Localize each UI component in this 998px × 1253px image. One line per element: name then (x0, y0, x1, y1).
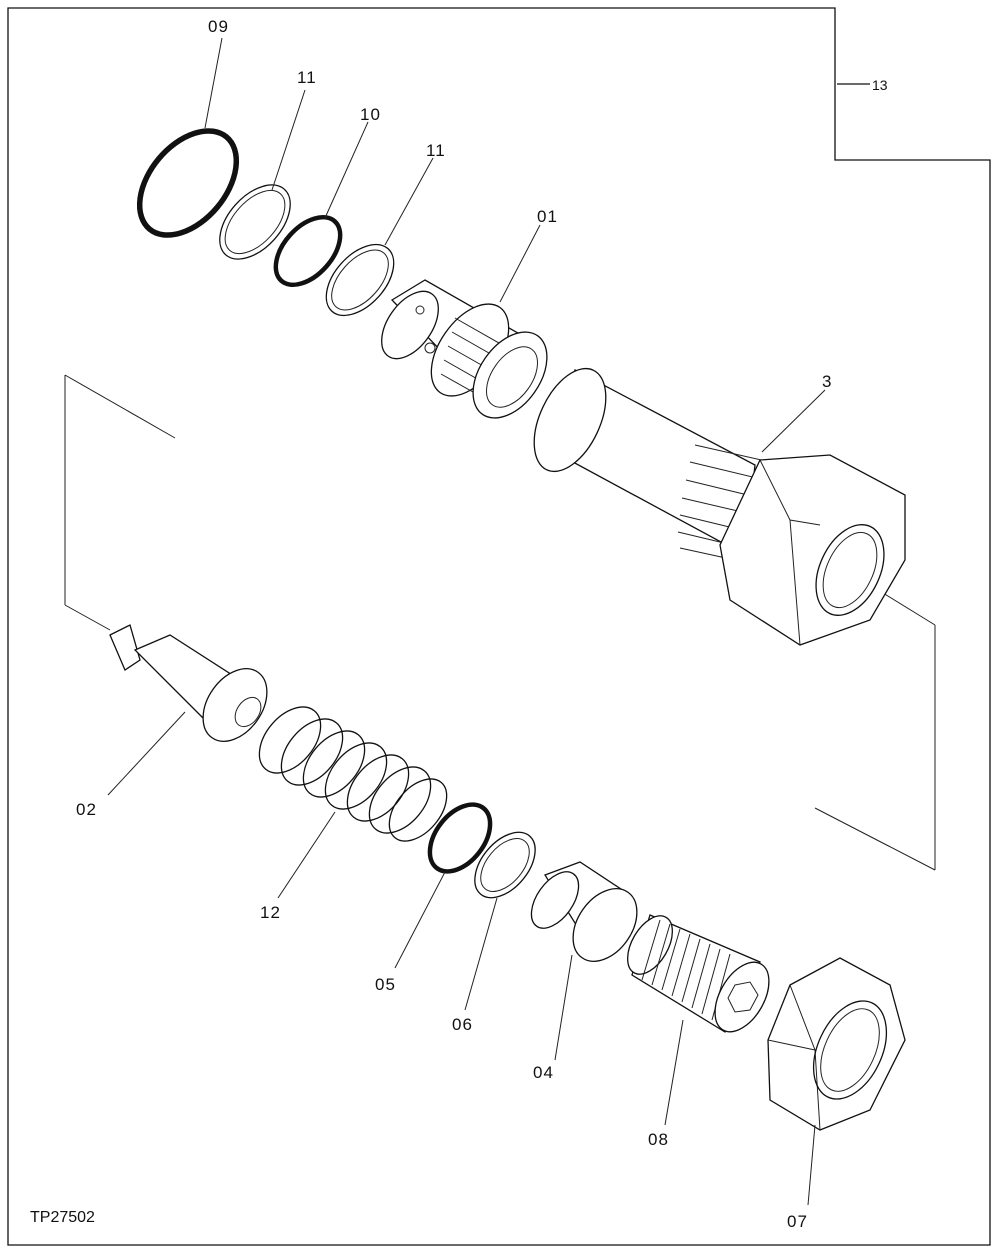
callout-3: 3 (822, 372, 832, 391)
part-11-backup-ring-upper (219, 184, 291, 260)
callout-02: 02 (76, 800, 97, 819)
callout-10: 10 (360, 105, 381, 124)
callout-13: 13 (872, 77, 888, 93)
callout-11-lower: 11 (426, 141, 446, 160)
callout-04: 04 (533, 1063, 554, 1082)
leader-lines (107, 37, 826, 1206)
part-3-housing (533, 367, 906, 646)
callout-05: 05 (375, 975, 396, 994)
part-01-sleeve (381, 279, 548, 419)
part-08-adjusting-screw (627, 914, 770, 1033)
part-12-spring (258, 706, 448, 842)
part-11-backup-ring-lower (325, 243, 395, 317)
frame-border (7, 7, 991, 1246)
part-07-lock-nut (767, 957, 906, 1131)
part-09-o-ring (136, 128, 240, 238)
callout-12: 12 (260, 903, 281, 922)
callout-06: 06 (452, 1015, 473, 1034)
callout-01: 01 (537, 207, 558, 226)
part-10-o-ring (273, 214, 343, 288)
part-06-backup-ring (474, 831, 536, 899)
part-05-o-ring (427, 802, 493, 874)
callout-09: 09 (208, 17, 229, 36)
part-02-poppet (109, 624, 268, 742)
callout-11-upper: 11 (297, 68, 317, 87)
drawing-id: TP27502 (30, 1209, 95, 1226)
callout-08: 08 (648, 1130, 669, 1149)
part-04-piston (530, 861, 638, 962)
callout-07: 07 (787, 1212, 808, 1231)
